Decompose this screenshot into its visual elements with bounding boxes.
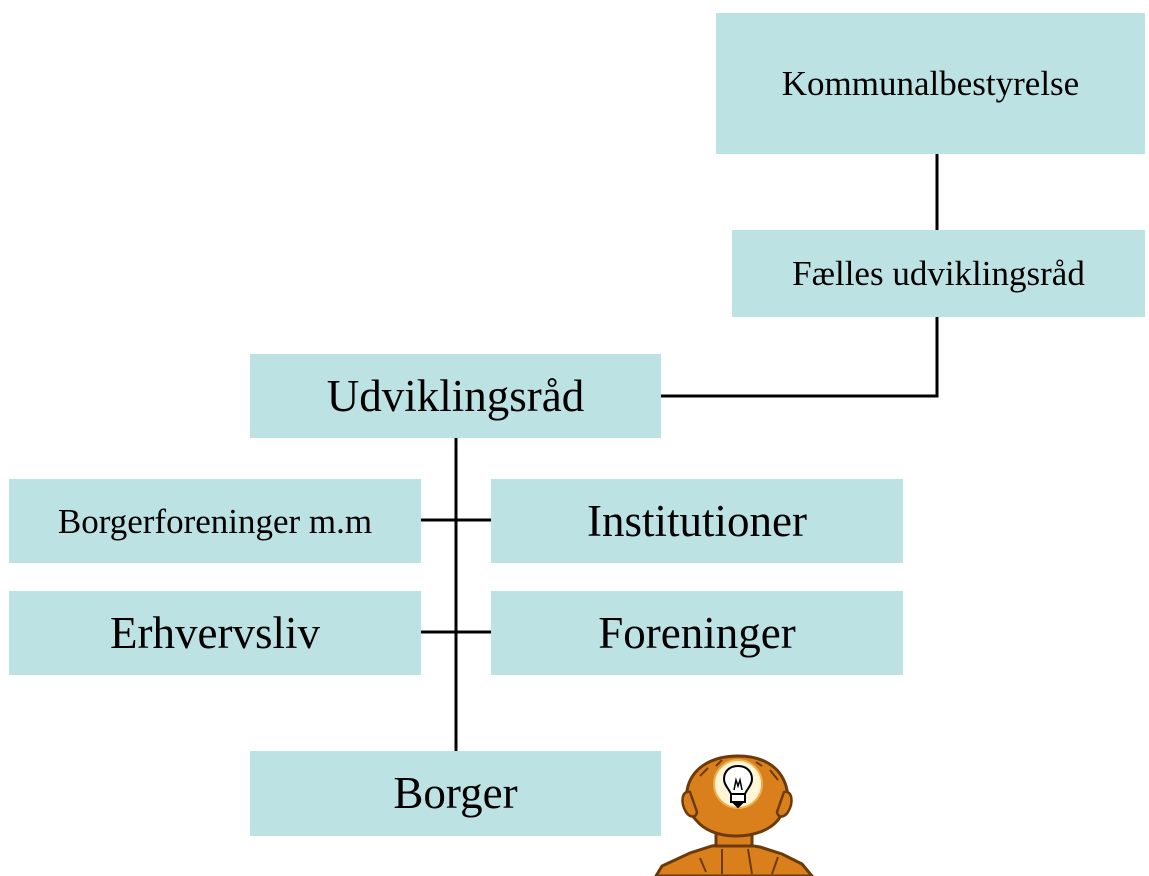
box-udviklingsraad: Udviklingsråd: [250, 354, 661, 438]
box-borgerforeninger: Borgerforeninger m.m: [9, 479, 421, 563]
person-shirt-folds-icon: [699, 848, 779, 875]
box-faelles-udviklingsraad: Fælles udviklingsråd: [732, 230, 1145, 317]
box-foreninger: Foreninger: [491, 591, 903, 675]
lightbulb-icon: [722, 764, 754, 809]
box-erhvervsliv-label: Erhvervsliv: [110, 607, 320, 658]
box-kommunalbestyrelse-label: Kommunalbestyrelse: [781, 64, 1080, 103]
box-kommunalbestyrelse: Kommunalbestyrelse: [716, 13, 1145, 154]
person-right-ear-icon: [775, 790, 793, 818]
person-shoulders-icon: [654, 841, 814, 876]
box-institutioner-label: Institutioner: [587, 495, 807, 546]
box-erhvervsliv: Erhvervsliv: [9, 591, 421, 675]
box-institutioner: Institutioner: [491, 479, 903, 563]
person-hair-icon: [699, 759, 779, 781]
box-borger: Borger: [250, 751, 661, 836]
box-borgerforeninger-label: Borgerforeninger m.m: [57, 501, 373, 541]
box-faelles-udviklingsraad-label: Fælles udviklingsråd: [792, 254, 1085, 293]
box-borger-label: Borger: [393, 768, 518, 818]
box-foreninger-label: Foreninger: [598, 607, 796, 658]
box-udviklingsraad-label: Udviklingsråd: [326, 370, 585, 421]
person-left-ear-icon: [681, 790, 699, 818]
